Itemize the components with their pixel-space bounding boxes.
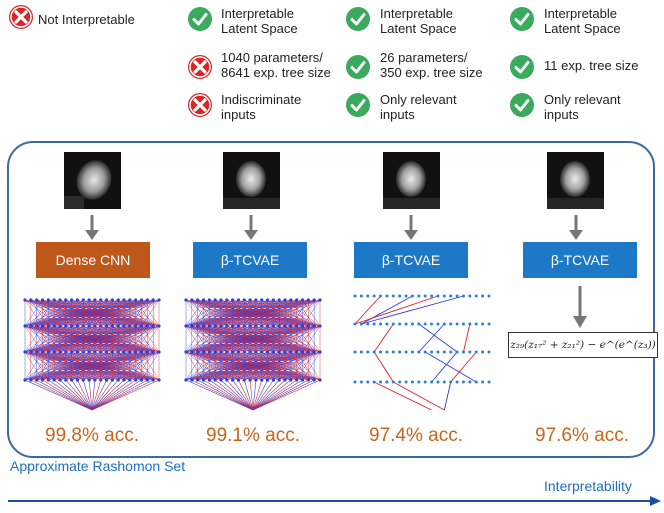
dense-network-diagram: [184, 298, 322, 411]
input-image: [223, 152, 280, 209]
accuracy-label: 99.8% acc.: [45, 425, 139, 446]
criterion-not-interpretable: Not Interpretable: [38, 12, 135, 27]
check-icon: [188, 7, 212, 31]
accuracy-label: 97.4% acc.: [369, 425, 463, 446]
input-image: [64, 152, 121, 209]
interpretability-axis-arrow: [8, 496, 661, 506]
model-box-beta-tcvae: β-TCVAE: [354, 242, 468, 278]
cross-icon: [188, 55, 212, 79]
check-icon: [346, 7, 370, 31]
interpretability-axis-label: Interpretability: [544, 478, 632, 494]
sparse-network-diagram: [353, 294, 491, 411]
criterion-parameters: 26 parameters/350 exp. tree size: [380, 50, 483, 80]
check-icon: [510, 93, 534, 117]
accuracy-label: 99.1% acc.: [206, 425, 300, 446]
rashomon-set-label: Approximate Rashomon Set: [10, 458, 186, 474]
rashomon-set-frame: [7, 141, 655, 458]
model-box-beta-tcvae: β-TCVAE: [193, 242, 307, 278]
criterion-parameters: 1040 parameters/8641 exp. tree size: [221, 50, 331, 80]
check-icon: [510, 7, 534, 31]
symbolic-formula: z₂₉(z₁₇² + z₂₁²) − e^(e^(z₃)): [508, 332, 658, 358]
model-box-beta-tcvae: β-TCVAE: [523, 242, 637, 278]
criterion-parameters: 11 exp. tree size: [544, 58, 639, 73]
check-icon: [346, 93, 370, 117]
model-box-dense-cnn: Dense CNN: [36, 242, 150, 278]
check-icon: [510, 55, 534, 79]
input-image: [547, 152, 604, 209]
dense-network-diagram: [23, 298, 161, 411]
check-icon: [346, 55, 370, 79]
accuracy-label: 97.6% acc.: [535, 425, 629, 446]
input-image: [383, 152, 440, 209]
cross-icon: [188, 93, 212, 117]
cross-icon: [9, 5, 33, 29]
